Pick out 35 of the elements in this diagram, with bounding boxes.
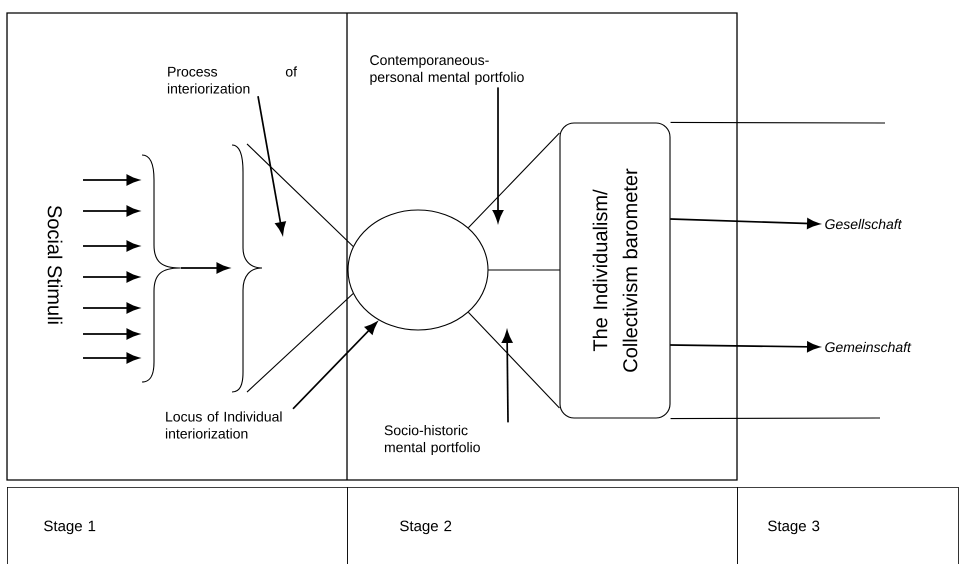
callout-text: Locus of Individual interiorization — [166, 411, 282, 439]
arrow — [180, 262, 229, 274]
rotated-label: Social Stimuli — [48, 206, 62, 324]
outcome-text: Gemeinschaft — [825, 342, 912, 352]
arrow — [83, 302, 139, 314]
leader-arrow — [492, 87, 504, 223]
connector-line — [468, 132, 560, 228]
callout-text: Socio-historic mental portfolio — [384, 424, 480, 456]
arrow — [83, 174, 139, 186]
arrow — [83, 352, 139, 364]
connector-line — [246, 293, 354, 392]
outcome-text: Gesellschaft — [825, 218, 902, 230]
stage-cell: Stage 2 — [347, 487, 738, 564]
brace — [142, 154, 181, 383]
arrow — [83, 328, 139, 340]
connector-line — [488, 269, 560, 271]
callout-text: Contemporaneous-personal mental portfolio — [370, 55, 524, 85]
arrow — [83, 272, 139, 282]
arrow — [670, 341, 820, 352]
stage-cell: Stage 3 — [737, 487, 959, 564]
arrow — [670, 218, 820, 229]
callout-text: Process of interiorization — [168, 66, 298, 94]
brace — [232, 144, 263, 393]
barometer-box: The Individualism/ Collectivism barometer — [559, 122, 671, 419]
connector-line — [246, 144, 354, 247]
leader-arrow — [292, 322, 378, 410]
stage-cell: Stage 1 — [7, 487, 348, 564]
arrow — [83, 206, 139, 216]
connector-line — [468, 312, 560, 408]
connector-line — [670, 122, 885, 124]
ellipse — [347, 209, 489, 331]
leader-arrow — [502, 330, 512, 422]
connector-line — [670, 417, 880, 420]
leader-arrow — [257, 96, 286, 235]
arrow — [83, 240, 139, 252]
